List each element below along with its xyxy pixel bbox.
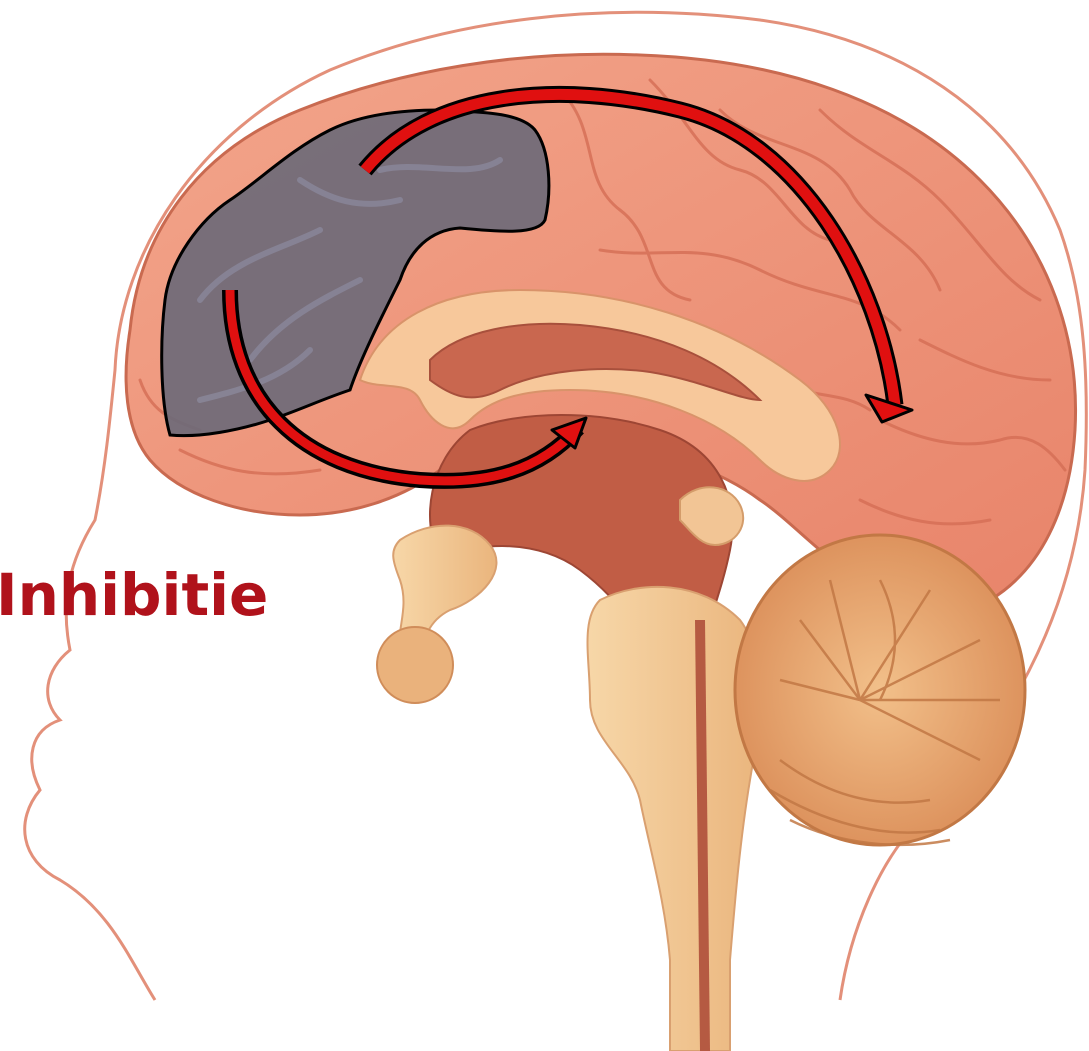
inhibitie-label: Inhibitie — [0, 566, 268, 624]
spinal-canal — [700, 620, 705, 1051]
pituitary-gland — [377, 627, 453, 703]
brainstem — [588, 587, 761, 1051]
